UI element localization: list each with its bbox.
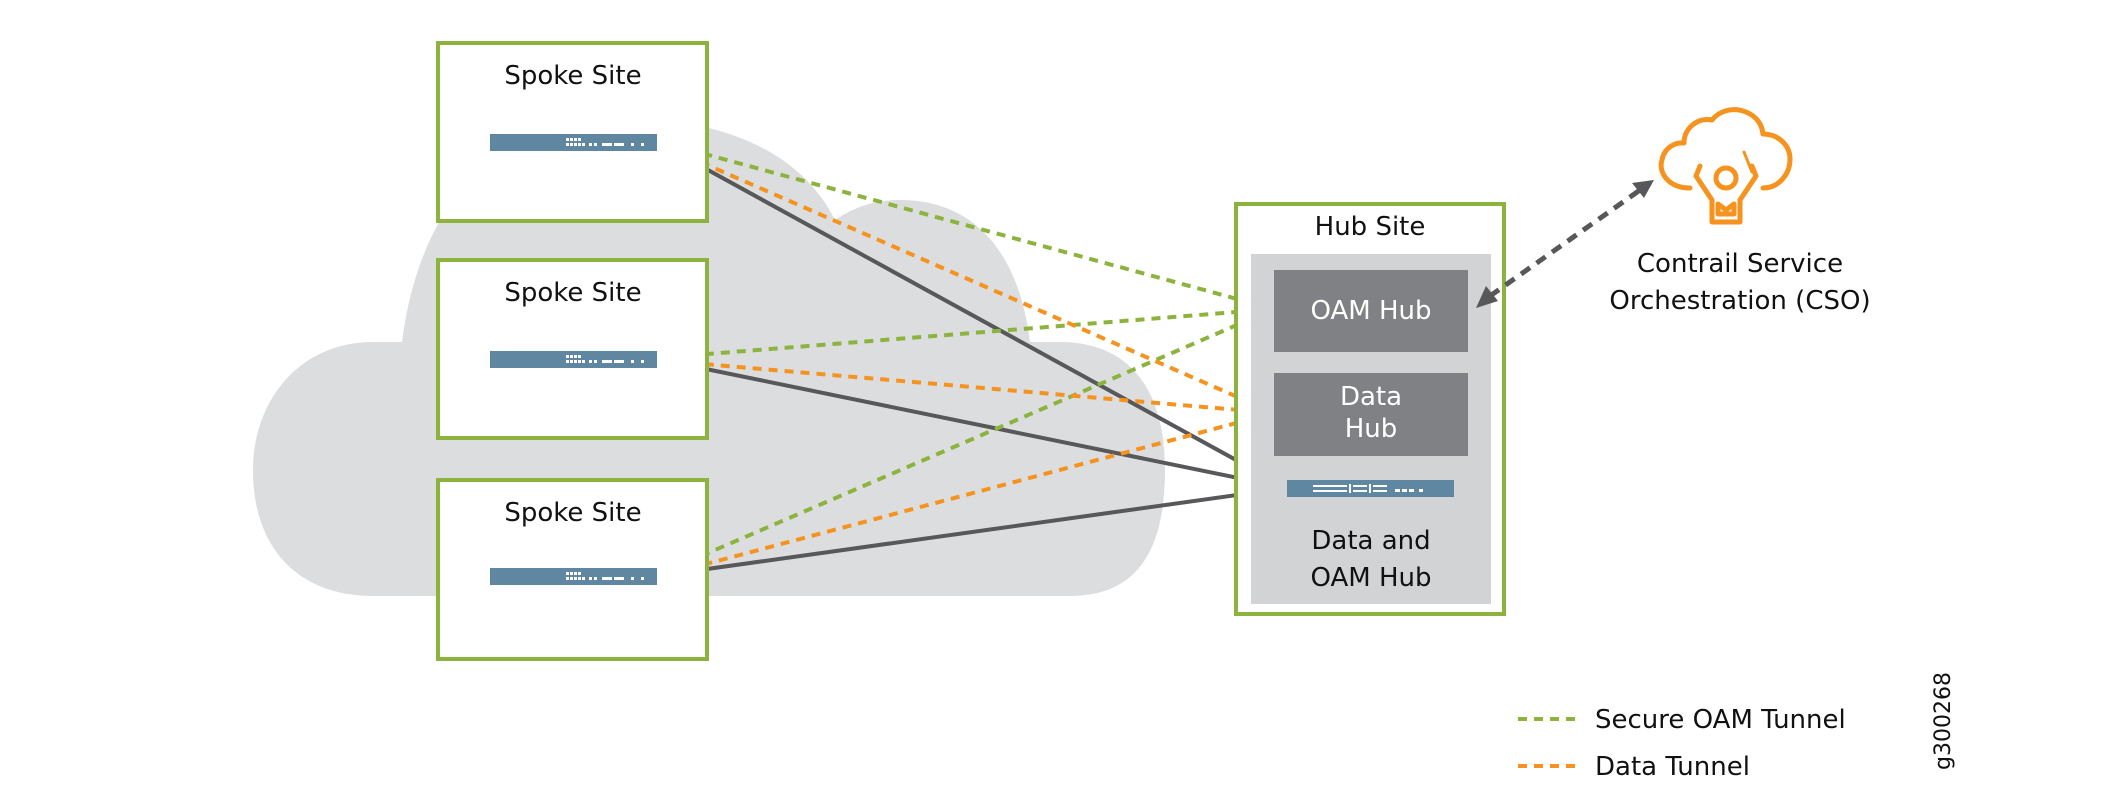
legend-item-oam-tunnel: Secure OAM Tunnel (1518, 705, 1846, 735)
spoke-device-icon[interactable] (490, 351, 657, 368)
cso-label-line1: Contrail Service (1637, 249, 1843, 279)
oam-tunnel (656, 139, 1275, 311)
legend: Secure OAM Tunnel Data Tunnel (1518, 705, 1846, 782)
legend-label: Secure OAM Tunnel (1595, 705, 1846, 735)
spoke-device-icon[interactable] (490, 134, 657, 151)
data-tunnel (656, 411, 1275, 579)
hub-site[interactable]: Hub Site OAM Hub Data Hub Data and OAM H… (1234, 202, 1506, 616)
hub-device-icon[interactable] (1287, 480, 1454, 497)
spoke-site-label: Spoke Site (504, 498, 641, 528)
underlay-link (656, 486, 1288, 578)
underlay-link (656, 140, 1288, 490)
underlay-link (656, 357, 1288, 490)
spoke-site-label: Spoke Site (504, 61, 641, 91)
cso-connection-arrow (1476, 180, 1654, 308)
cso-cloud-conductor-icon[interactable] (1658, 107, 1793, 225)
hub-site-label: Hub Site (1315, 212, 1426, 242)
arrowhead-icon (1476, 286, 1498, 308)
spoke-site-3[interactable]: Spoke Site (436, 478, 709, 661)
spoke-device-icon[interactable] (490, 568, 657, 585)
oam-hub-label: OAM Hub (1310, 296, 1431, 326)
figure-id: g300268 (1931, 672, 1956, 770)
arrowhead-icon (1632, 180, 1654, 198)
spoke-site-1[interactable]: Spoke Site (436, 41, 709, 223)
spoke-site-2[interactable]: Spoke Site (436, 258, 709, 440)
data-hub-label-line2: Hub (1345, 414, 1398, 444)
cso-label-line2: Orchestration (CSO) (1609, 286, 1870, 316)
data-tunnel (656, 358, 1275, 415)
spoke-site-label: Spoke Site (504, 278, 641, 308)
links (656, 139, 1288, 579)
oam-tunnel (656, 307, 1275, 360)
combined-hub-label-line2: OAM Hub (1310, 563, 1431, 593)
data-hub-label-line1: Data (1340, 382, 1402, 412)
combined-hub-label-line1: Data and (1311, 526, 1430, 556)
data-tunnel (656, 141, 1275, 415)
legend-label: Data Tunnel (1595, 752, 1750, 782)
oam-hub[interactable]: OAM Hub (1274, 270, 1468, 352)
data-hub[interactable]: Data Hub (1274, 373, 1468, 456)
legend-item-data-tunnel: Data Tunnel (1518, 752, 1750, 782)
